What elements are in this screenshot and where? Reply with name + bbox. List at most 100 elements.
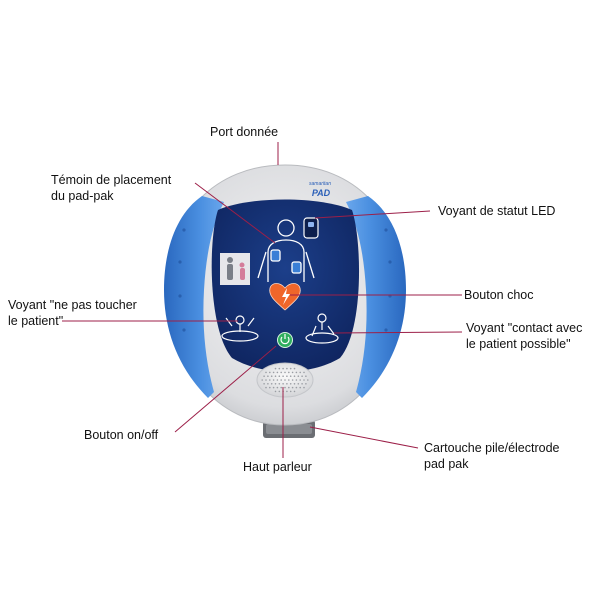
label-haut-parleur: Haut parleur <box>243 459 312 475</box>
adult-child-icon <box>220 253 250 285</box>
label-contact-line1: Voyant "contact avec <box>466 321 583 335</box>
speaker-hole <box>272 386 275 389</box>
speaker-hole <box>293 383 296 385</box>
label-bouton-onoff-text: Bouton on/off <box>84 428 159 442</box>
speaker-hole <box>274 390 277 393</box>
right-grip <box>346 196 406 398</box>
speaker-hole <box>265 371 267 374</box>
speaker-hole <box>269 371 271 374</box>
speaker-hole <box>291 379 294 381</box>
label-contact-patient: Voyant "contact avec le patient possible… <box>466 320 582 352</box>
brand-top-text: samaritan <box>309 181 331 187</box>
speaker-hole <box>284 386 286 389</box>
speaker-hole <box>299 371 302 374</box>
speaker-hole <box>301 375 303 378</box>
label-ne-pas-toucher: Voyant "ne pas toucher le patient" <box>8 297 137 329</box>
label-temoin-line1: Témoin de placement <box>51 173 172 187</box>
speaker-hole <box>291 371 294 374</box>
speaker-hole <box>299 379 302 381</box>
speaker-hole <box>307 379 309 381</box>
pad-placement-indicator <box>257 219 315 282</box>
speaker-hole <box>278 383 281 385</box>
speaker-hole <box>288 379 290 381</box>
speaker-hole <box>295 386 298 389</box>
label-contact-line2: le patient possible" <box>466 337 571 351</box>
speaker-hole <box>269 386 271 389</box>
leader-contact <box>333 331 463 334</box>
brand-main-text: PAD <box>312 188 331 198</box>
speaker-hole <box>282 367 284 370</box>
left-grip <box>164 196 224 398</box>
speaker-hole <box>274 383 277 385</box>
speaker-hole <box>280 371 283 374</box>
speaker-hole <box>286 367 288 370</box>
speaker-hole <box>263 375 265 378</box>
speaker-hole <box>280 379 283 381</box>
label-bouton-choc-text: Bouton choc <box>464 288 534 302</box>
label-cartouche-line1: Cartouche pile/électrode <box>424 441 560 455</box>
speaker-hole <box>288 371 290 374</box>
speaker-hole <box>269 379 271 381</box>
label-haut-parleur-text: Haut parleur <box>243 460 312 474</box>
power-button[interactable] <box>277 332 293 348</box>
speaker-hole <box>291 386 294 389</box>
label-voyant-statut: Voyant de statut LED <box>438 203 555 219</box>
speaker-hole <box>276 371 279 374</box>
speaker-hole <box>305 383 307 385</box>
speaker-hole <box>289 390 292 393</box>
label-temoin-line2: du pad-pak <box>51 189 114 203</box>
speaker-hole <box>276 386 279 389</box>
speaker-hole <box>286 375 288 378</box>
label-ne-pas-line2: le patient" <box>8 314 64 328</box>
speaker-hole <box>282 375 284 378</box>
speaker-hole <box>284 371 286 374</box>
speaker-hole <box>295 379 298 381</box>
speaker-hole <box>278 367 281 370</box>
speaker-hole <box>295 371 298 374</box>
speaker-hole <box>272 379 275 381</box>
speaker-hole <box>288 386 290 389</box>
do-not-touch-patient-indicator <box>221 315 259 342</box>
speaker-hole <box>289 367 292 370</box>
speaker-hole <box>303 371 305 374</box>
leader-temoin <box>194 182 276 244</box>
speaker-hole <box>276 379 279 381</box>
leader-bouton-onoff <box>174 345 277 433</box>
leader-cartouche <box>309 426 419 449</box>
label-port-donnee: Port donnée <box>210 124 278 140</box>
label-bouton-choc: Bouton choc <box>464 287 534 303</box>
speaker-hole <box>303 379 305 381</box>
speaker-hole <box>282 383 284 385</box>
speaker-hole <box>303 386 305 389</box>
speaker-hole <box>265 386 267 389</box>
status-led-indicator <box>303 217 319 239</box>
label-bouton-onoff: Bouton on/off <box>84 427 158 443</box>
speaker-hole <box>289 383 292 385</box>
speaker-hole <box>299 386 302 389</box>
speaker-hole <box>265 379 267 381</box>
label-ne-pas-line1: Voyant "ne pas toucher <box>8 298 137 312</box>
speaker-hole <box>284 379 286 381</box>
speaker-hole <box>261 379 264 381</box>
speaker-hole <box>278 390 281 393</box>
speaker <box>256 362 314 398</box>
speaker-hole <box>270 375 273 378</box>
speaker-hole <box>293 375 296 378</box>
speaker-hole <box>278 375 281 378</box>
label-cartouche-line2: pad pak <box>424 457 469 471</box>
speaker-hole <box>270 383 273 385</box>
speaker-hole <box>272 371 275 374</box>
speaker-hole <box>297 375 300 378</box>
speaker-hole <box>286 383 288 385</box>
speaker-hole <box>280 386 283 389</box>
speaker-hole <box>274 375 277 378</box>
speaker-hole <box>293 367 296 370</box>
leader-lines <box>62 142 463 458</box>
speaker-hole <box>267 383 269 385</box>
leader-voyant-statut <box>314 210 431 219</box>
speaker-hole <box>267 375 269 378</box>
label-temoin-placement: Témoin de placement du pad-pak <box>51 172 171 204</box>
label-cartouche: Cartouche pile/électrode pad pak <box>424 440 560 472</box>
speaker-hole <box>305 375 307 378</box>
